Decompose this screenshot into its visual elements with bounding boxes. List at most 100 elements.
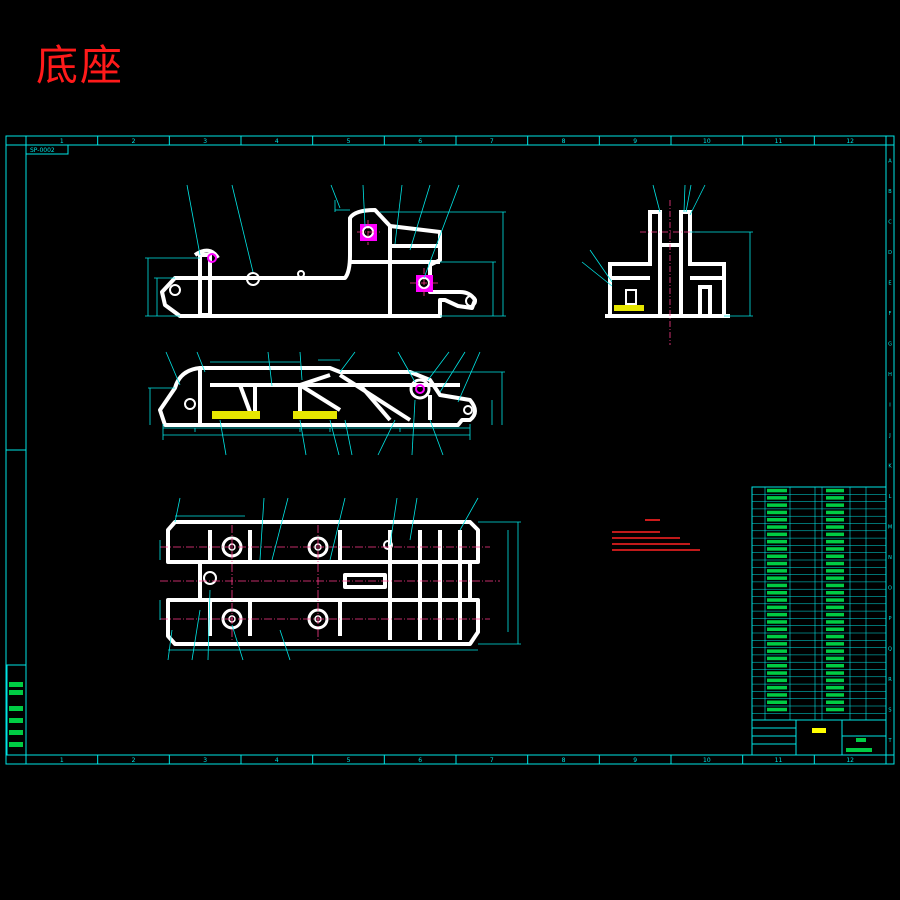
plan-view [159, 497, 521, 661]
parts-row-material [826, 510, 844, 515]
row-label: E [888, 280, 891, 286]
row-label: I [889, 402, 890, 408]
top-column-label: 8 [562, 138, 566, 145]
parts-row-material [826, 532, 844, 537]
parts-row-code [767, 576, 787, 580]
parts-row-material [826, 547, 844, 551]
parts-row-code [767, 612, 787, 617]
top-column-label: 12 [846, 138, 854, 145]
row-label: B [888, 189, 892, 195]
parts-row-material [826, 488, 844, 493]
row-label: J [888, 433, 890, 439]
parts-row-code [767, 583, 787, 588]
bottom-column-label: 1 [60, 757, 64, 764]
parts-row-code [767, 569, 787, 573]
top-column-label: 6 [418, 138, 422, 145]
drawing-frame [5, 135, 895, 765]
bottom-column-label: 8 [562, 757, 566, 764]
row-label: L [889, 494, 892, 500]
parts-row-material [826, 605, 844, 610]
front-view [145, 184, 506, 318]
top-column-label: 9 [633, 138, 637, 145]
bottom-column-label: 2 [132, 757, 136, 764]
bottom-column-label: 11 [775, 757, 783, 764]
bottom-column-label: 6 [418, 757, 422, 764]
parts-row-material [826, 656, 844, 661]
parts-row-code [767, 488, 787, 493]
parts-row-material [826, 591, 844, 595]
top-column-label: 3 [203, 138, 207, 145]
row-label: C [888, 219, 892, 225]
parts-row-material [826, 693, 844, 697]
bottom-column-label: 4 [275, 757, 279, 764]
parts-row-material [826, 642, 844, 646]
top-column-label: 10 [703, 138, 711, 145]
top-column-label: 1 [60, 138, 64, 145]
parts-row-code [767, 685, 787, 690]
revision-block [6, 664, 27, 756]
parts-row-material [826, 649, 844, 653]
parts-row-code [767, 525, 787, 529]
parts-row-material [826, 627, 844, 631]
parts-row-code [767, 649, 787, 653]
parts-row-material [826, 503, 844, 507]
parts-row-code [767, 598, 787, 602]
parts-row-material [826, 518, 844, 522]
row-label: H [888, 372, 892, 378]
row-label: A [888, 158, 892, 164]
parts-row-code [767, 678, 787, 683]
row-label: M [888, 524, 892, 530]
row-label: S [888, 707, 891, 713]
row-label: Q [888, 646, 892, 652]
bottom-column-label: 9 [633, 757, 637, 764]
title-block [751, 719, 887, 756]
parts-row-code [767, 554, 787, 558]
parts-row-material [826, 620, 844, 624]
parts-row-code [767, 539, 787, 544]
parts-row-code [767, 664, 787, 668]
parts-row-material [826, 671, 844, 675]
parts-row-material [826, 554, 844, 558]
parts-row-material [826, 576, 844, 580]
parts-row-code [767, 700, 787, 704]
parts-row-material [826, 561, 844, 566]
top-column-label: 11 [775, 138, 783, 145]
parts-list-table [751, 486, 887, 721]
parts-row-code [767, 693, 787, 697]
top-column-label: 2 [132, 138, 136, 145]
parts-row-material [826, 664, 844, 668]
row-label: N [888, 555, 892, 561]
corner-tag: SP-0002 [30, 147, 55, 154]
row-label: P [888, 616, 891, 622]
parts-row-code [767, 605, 787, 610]
row-label: O [888, 585, 892, 591]
bottom-column-label: 12 [846, 757, 854, 764]
parts-row-material [826, 612, 844, 617]
parts-row-code [767, 707, 787, 712]
parts-row-code [767, 634, 787, 639]
parts-row-code [767, 532, 787, 537]
parts-row-code [767, 510, 787, 515]
row-label: G [888, 341, 892, 347]
parts-row-material [826, 700, 844, 704]
row-label: D [888, 250, 892, 256]
parts-row-material [826, 496, 844, 500]
parts-row-material [826, 707, 844, 712]
row-label: F [889, 311, 892, 317]
top-column-label: 4 [275, 138, 279, 145]
parts-row-code [767, 561, 787, 566]
bottom-column-label: 10 [703, 757, 711, 764]
parts-row-material [826, 569, 844, 573]
parts-row-code [767, 620, 787, 624]
row-label: T [887, 738, 892, 744]
bottom-column-label: 3 [203, 757, 207, 764]
side-view [581, 184, 753, 345]
section-view [148, 351, 505, 456]
parts-row-code [767, 496, 787, 500]
bottom-column-label: 5 [347, 757, 351, 764]
parts-row-material [826, 539, 844, 544]
parts-row-code [767, 518, 787, 522]
